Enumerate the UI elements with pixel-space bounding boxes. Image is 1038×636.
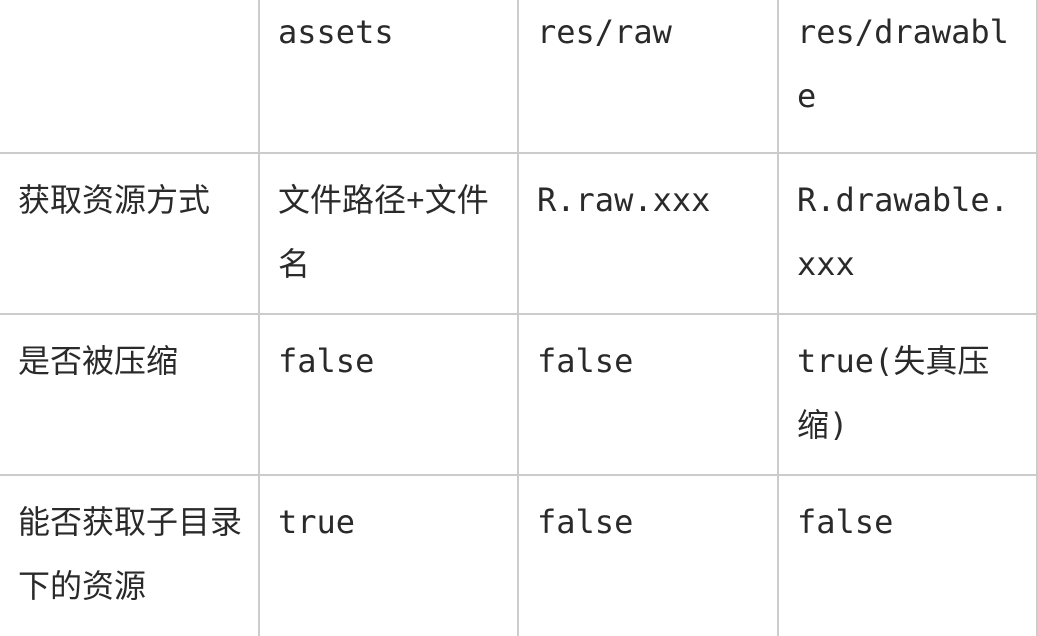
cell-subdir-res-drawable: false [777,474,1038,636]
cell-access-res-drawable: R.drawable.xxx [777,152,1038,315]
cell-compressed-res-raw: false [517,313,779,476]
cell-access-res-raw: R.raw.xxx [517,152,779,315]
column-header-res-raw: res/raw [517,0,779,154]
table-row-access-method: 获取资源方式 文件路径+文件名 R.raw.xxx R.drawable.xxx [0,152,1038,315]
row-header-access-method: 获取资源方式 [0,152,260,315]
cell-subdir-res-raw: false [517,474,779,636]
row-header-compressed: 是否被压缩 [0,313,260,476]
cell-access-assets: 文件路径+文件名 [258,152,519,315]
table-row-compressed: 是否被压缩 false false true(失真压缩) [0,313,1038,476]
row-header-subdirectory: 能否获取子目录下的资源 [0,474,260,636]
column-header-res-drawable: res/drawable [777,0,1038,154]
cell-compressed-res-drawable: true(失真压缩) [777,313,1038,476]
table-header-row: assets res/raw res/drawable [0,0,1038,154]
table-row-subdirectory: 能否获取子目录下的资源 true false false [0,474,1038,636]
cell-subdir-assets: true [258,474,519,636]
column-header-assets: assets [258,0,519,154]
column-header-blank [0,0,260,154]
cell-compressed-assets: false [258,313,519,476]
